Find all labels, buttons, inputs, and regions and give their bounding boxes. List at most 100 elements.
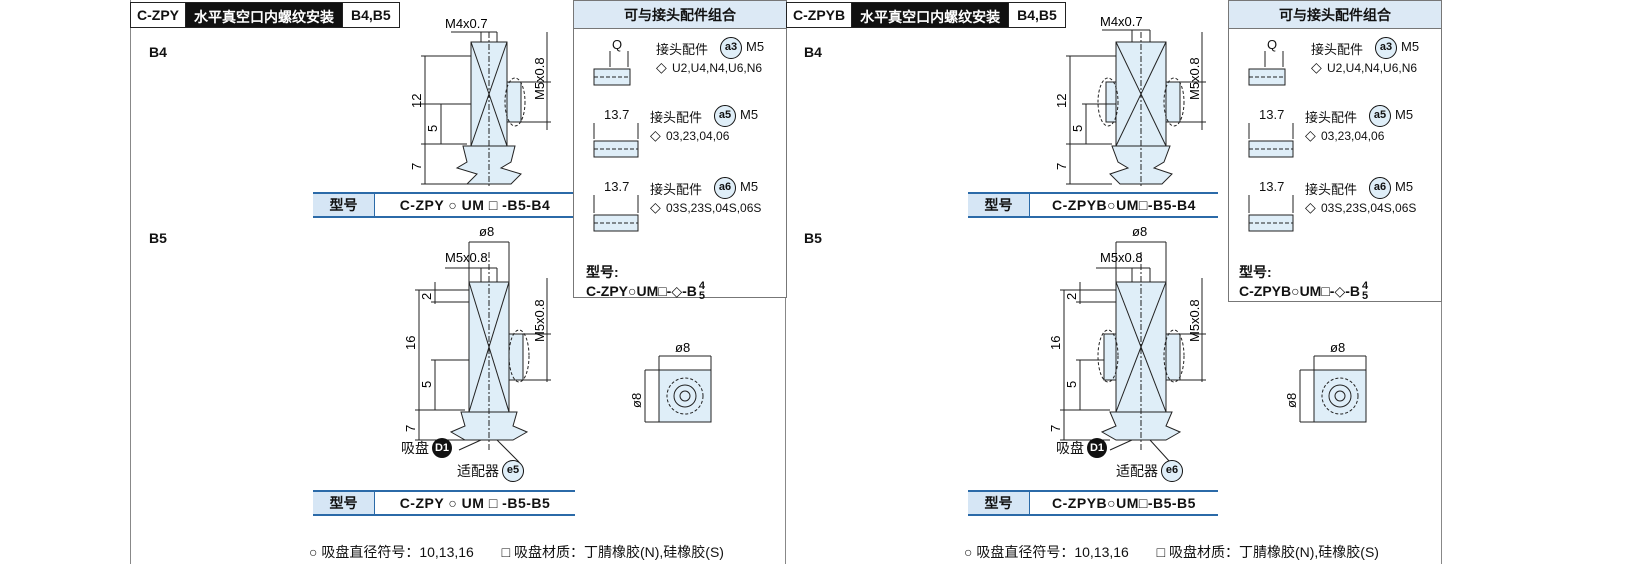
model-code-sup: 4 xyxy=(1362,280,1369,292)
adapter-code-badge: e5 xyxy=(502,460,524,482)
fitting-a6-icon xyxy=(593,195,639,232)
b5-dim-h1: 16 xyxy=(403,336,418,350)
adapter-callout: 适配器 e5 xyxy=(457,460,524,482)
fitting-code-badge: a3 xyxy=(1375,37,1397,59)
b4-drawing: M4x0.7 M5x0.8 12 5 7 xyxy=(1054,14,1206,188)
header-title: 水平真空口内螺纹安装 xyxy=(852,3,1010,27)
fitting-sizes-marker: ◇ xyxy=(1305,199,1316,215)
legend-cup-diameter: ○ 吸盘直径符号：10,13,16 xyxy=(964,544,1129,560)
b5-drawing: ø8 M5x0.8 M5x0.8 2 16 5 7 xyxy=(403,224,551,463)
fitting-dim: 13.7 xyxy=(1259,179,1285,194)
b4-dim-h3: 7 xyxy=(1054,163,1069,170)
top-view-dia-h: ø8 xyxy=(1330,340,1345,355)
left-panel: C-ZPY 水平真空口内螺纹安装 B4,B5 B4 B5 M4x0.7 M5x0… xyxy=(130,0,787,564)
model-row-key: 型号 xyxy=(968,492,1030,514)
fitting-thread: M5 xyxy=(1395,179,1414,194)
b4-dim-top: M4x0.7 xyxy=(445,16,488,31)
combo-title: 可与接头配件组合 xyxy=(574,1,786,29)
fitting-sizes-marker: ◇ xyxy=(650,199,661,215)
fitting-a5: 13.7 接头配件 a5 M5 ◇ 03,23,04,06 xyxy=(586,105,786,173)
left-header: C-ZPY 水平真空口内螺纹安装 B4,B5 xyxy=(130,2,400,28)
top-view-dia-v: ø8 xyxy=(629,393,644,408)
fitting-thread: M5 xyxy=(1395,107,1414,122)
fitting-dim: 13.7 xyxy=(604,107,630,122)
top-view-drawing: ø8 ø8 xyxy=(1284,340,1367,423)
b4-dim-side: M5x0.8 xyxy=(1187,57,1202,100)
adapter-callout: 适配器 e6 xyxy=(1116,460,1183,482)
model-code-block: 型号: C-ZPYB○UM□-◇-B 4 5 xyxy=(1239,263,1369,302)
fitting-a6: 13.7 接头配件 a6 M5 ◇ 03S,23S,04S,06S xyxy=(1241,177,1441,247)
model-code-sub: 5 xyxy=(1362,290,1369,302)
model-code-block: 型号: C-ZPY○UM□-◇-B 4 5 xyxy=(586,263,706,302)
fitting-sizes: 03S,23S,04S,06S xyxy=(666,201,762,215)
fitting-code-badge: a6 xyxy=(714,177,736,199)
fitting-dim: 13.7 xyxy=(604,179,630,194)
model-row-value: C-ZPY ○ UM □ -B5-B5 xyxy=(399,495,551,511)
cup-callout: 吸盘 D1 xyxy=(1056,438,1107,458)
fitting-dim: 13.7 xyxy=(1259,107,1285,122)
header-title: 水平真空口内螺纹安装 xyxy=(186,3,343,27)
fitting-label: 接头配件 xyxy=(1311,42,1364,57)
b5-drawing: ø8 M5x0.8 M5x0.8 2 16 5 7 xyxy=(1048,224,1206,463)
right-panel: C-ZPYB 水平真空口内螺纹安装 B4,B5 B4 B5 M4x0.7 M5x… xyxy=(786,0,1442,564)
model-code-sup: 4 xyxy=(698,280,706,292)
model-code-label: 型号: xyxy=(1239,264,1272,280)
b4-dim-h3: 7 xyxy=(409,163,424,170)
header-model: C-ZPY xyxy=(131,3,186,27)
fitting-a3: Q 接头配件 a3 M5 ◇ U2,U4,N4,U6,N6 xyxy=(586,37,786,101)
fitting-combo-box: 可与接头配件组合 Q 接头配件 a3 M5 ◇ U2,U4,N4,U6,N6 1… xyxy=(573,0,787,302)
fitting-a6-icon xyxy=(1248,195,1294,232)
section-b4-label: B4 xyxy=(149,44,167,60)
fitting-label: 接头配件 xyxy=(1305,182,1358,197)
b4-dim-top: M4x0.7 xyxy=(1100,14,1143,29)
fitting-combo-box: 可与接头配件组合 Q 接头配件 a3 M5 ◇ U2,U4,N4,U6,N6 1… xyxy=(1228,0,1442,302)
b4-dim-h1: 12 xyxy=(1054,94,1069,108)
adapter-code-badge: e6 xyxy=(1161,460,1183,482)
b5-dim-h1: 16 xyxy=(1048,336,1063,350)
model-row-b5: 型号 C-ZPY ○ UM □ -B5-B5 xyxy=(313,490,575,516)
fitting-sizes-marker: ◇ xyxy=(1305,127,1316,143)
cup-label: 吸盘 xyxy=(1056,440,1084,456)
model-code: C-ZPY○UM□-◇-B xyxy=(586,283,697,299)
model-code: C-ZPYB○UM□-◇-B xyxy=(1239,283,1360,299)
fitting-label: 接头配件 xyxy=(650,182,703,197)
fitting-label: 接头配件 xyxy=(1305,110,1358,125)
b4-dim-h1: 12 xyxy=(409,94,424,108)
cup-label: 吸盘 xyxy=(401,440,429,456)
b5-dim-h3: 7 xyxy=(403,425,418,432)
fitting-sizes-marker: ◇ xyxy=(650,127,661,143)
fitting-sizes: U2,U4,N4,U6,N6 xyxy=(672,61,763,75)
fitting-code-badge: a5 xyxy=(714,105,736,127)
legend: ○ 吸盘直径符号：10,13,16 □ 吸盘材质：丁腈橡胶(N),硅橡胶(S) xyxy=(309,542,724,562)
fitting-thread: M5 xyxy=(746,39,765,54)
model-row-b5: 型号 C-ZPYB○UM□-B5-B5 xyxy=(968,490,1218,516)
fitting-thread: M5 xyxy=(740,107,759,122)
model-row-key: 型号 xyxy=(313,194,375,216)
model-row-value: C-ZPY ○ UM □ -B5-B4 xyxy=(399,197,551,213)
adapter-label: 适配器 xyxy=(1116,463,1158,479)
section-b4-label: B4 xyxy=(804,44,822,60)
b4-dim-side: M5x0.8 xyxy=(532,57,547,100)
fitting-a3-icon xyxy=(593,51,631,86)
fitting-code-badge: a3 xyxy=(720,37,742,59)
header-variants: B4,B5 xyxy=(351,7,391,23)
fitting-sizes: 03,23,04,06 xyxy=(1321,129,1385,143)
b5-dim-h2: 5 xyxy=(1064,381,1079,388)
model-row-b4: 型号 C-ZPY ○ UM □ -B5-B4 xyxy=(313,192,575,218)
model-row-value: C-ZPYB○UM□-B5-B4 xyxy=(1052,197,1196,213)
b5-dim-side: M5x0.8 xyxy=(1187,299,1202,342)
fitting-code-badge: a6 xyxy=(1369,177,1391,199)
model-row-key: 型号 xyxy=(968,194,1030,216)
fitting-sizes-marker: ◇ xyxy=(1311,59,1322,75)
b4-drawing: M4x0.7 M5x0.8 12 5 7 xyxy=(409,16,551,188)
fitting-label: 接头配件 xyxy=(656,42,709,57)
fitting-a6: 13.7 接头配件 a6 M5 ◇ 03S,23S,04S,06S xyxy=(586,177,786,247)
fitting-code-badge: a5 xyxy=(1369,105,1391,127)
fitting-label: 接头配件 xyxy=(650,110,703,125)
top-view-dia-h: ø8 xyxy=(675,340,690,355)
top-view-dia-v: ø8 xyxy=(1284,393,1299,408)
b5-dim-dia: ø8 xyxy=(1132,224,1147,239)
legend-cup-material: □ 吸盘材质：丁腈橡胶(N),硅橡胶(S) xyxy=(1156,544,1379,560)
adapter-label: 适配器 xyxy=(457,463,499,479)
b4-dim-h2: 5 xyxy=(425,125,440,132)
